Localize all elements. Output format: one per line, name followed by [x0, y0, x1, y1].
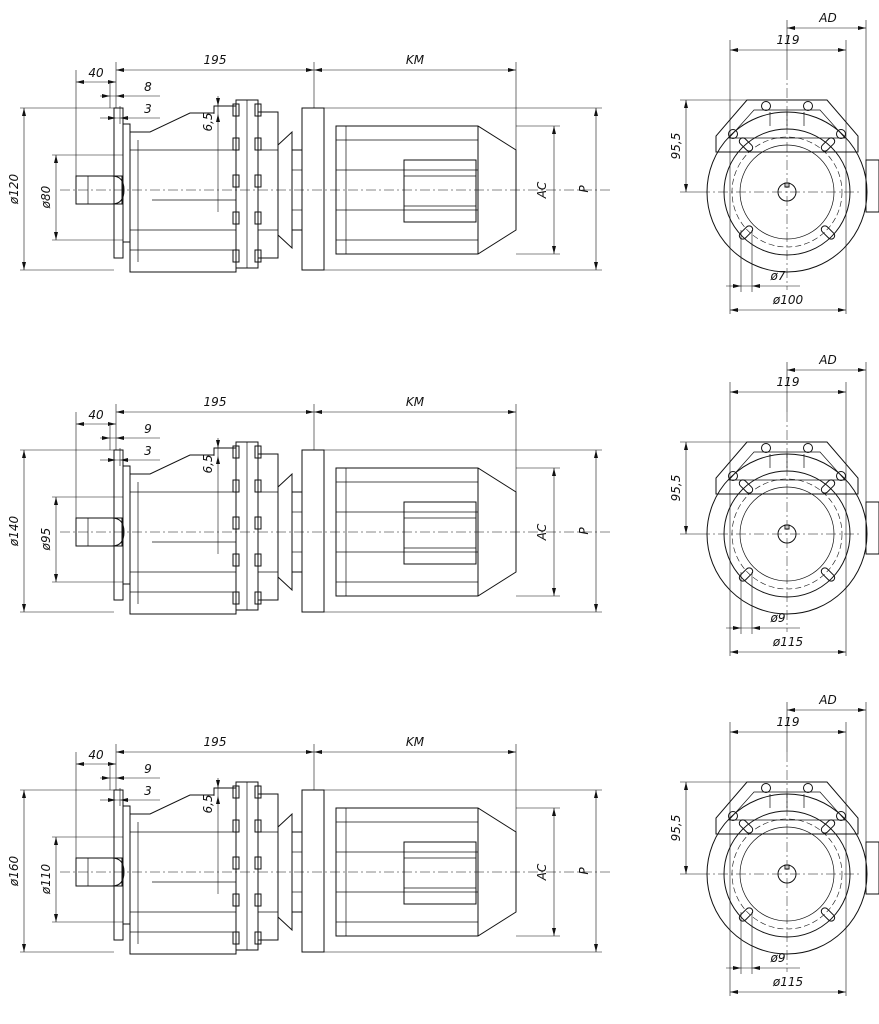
dim-height: 95,5: [669, 133, 683, 160]
dim-shaft-extension: 40: [88, 408, 104, 422]
side-view-1: 195 KM 40 8 3 6,5 ø120 ø80 AC P: [7, 53, 611, 273]
dim-flange-thickness: 9: [144, 422, 152, 436]
dim-overall-length: 195: [204, 53, 227, 67]
side-view-3: 195 KM 40 9 3 6,5 ø160 ø110 AC P: [7, 735, 611, 955]
dim-box-offset: AD: [818, 11, 836, 25]
dim-motor-diameter: AC: [535, 181, 549, 199]
dim-box-offset: AD: [818, 693, 836, 707]
end-view-1: AD 119 95,5 ø7 ø100: [669, 11, 879, 315]
dim-motor-length: KM: [406, 53, 425, 67]
end-view-3: AD 119 95,5 ø9 ø115: [669, 693, 879, 997]
dim-motor-length: KM: [406, 735, 425, 749]
dim-pilot-diameter: ø95: [39, 528, 53, 552]
dim-flange-diameter: P: [577, 527, 591, 535]
dim-flange-thickness: 9: [144, 762, 152, 776]
dim-outer-diameter: ø120: [7, 174, 21, 206]
dim-width: 119: [777, 375, 800, 389]
dim-flange-diameter: P: [577, 867, 591, 875]
end-view-2: AD 119 95,5 ø9 ø115: [669, 353, 879, 657]
dim-outer-diameter: ø160: [7, 856, 21, 888]
dim-hole-diameter: ø7: [770, 269, 786, 283]
dim-overall-length: 195: [204, 395, 227, 409]
dim-height: 95,5: [669, 475, 683, 502]
dim-shaft-extension: 40: [88, 748, 104, 762]
dim-spigot: 3: [144, 102, 152, 116]
dim-flange-diameter: P: [577, 185, 591, 193]
dim-width: 119: [777, 715, 800, 729]
dim-spigot: 3: [144, 444, 152, 458]
dim-gap: 6,5: [201, 112, 215, 131]
dim-pitch-circle: ø115: [772, 975, 803, 989]
dim-hole-diameter: ø9: [770, 611, 786, 625]
dim-outer-diameter: ø140: [7, 516, 21, 548]
dim-overall-length: 195: [204, 735, 227, 749]
dim-motor-diameter: AC: [535, 523, 549, 541]
dim-pitch-circle: ø115: [772, 635, 803, 649]
dim-motor-length: KM: [406, 395, 425, 409]
dim-motor-diameter: AC: [535, 863, 549, 881]
dim-height: 95,5: [669, 815, 683, 842]
dim-hole-diameter: ø9: [770, 951, 786, 965]
dim-gap: 6,5: [201, 794, 215, 813]
dim-shaft-extension: 40: [88, 66, 104, 80]
dim-spigot: 3: [144, 784, 152, 798]
dim-pilot-diameter: ø80: [39, 185, 53, 209]
dim-gap: 6,5: [201, 454, 215, 473]
dim-box-offset: AD: [818, 353, 836, 367]
side-view-2: 195 KM 40 9 3 6,5 ø140 ø95 AC P: [7, 395, 611, 615]
dim-width: 119: [777, 33, 800, 47]
dim-pitch-circle: ø100: [772, 293, 804, 307]
dim-flange-thickness: 8: [144, 80, 152, 94]
dim-pilot-diameter: ø110: [39, 864, 53, 896]
